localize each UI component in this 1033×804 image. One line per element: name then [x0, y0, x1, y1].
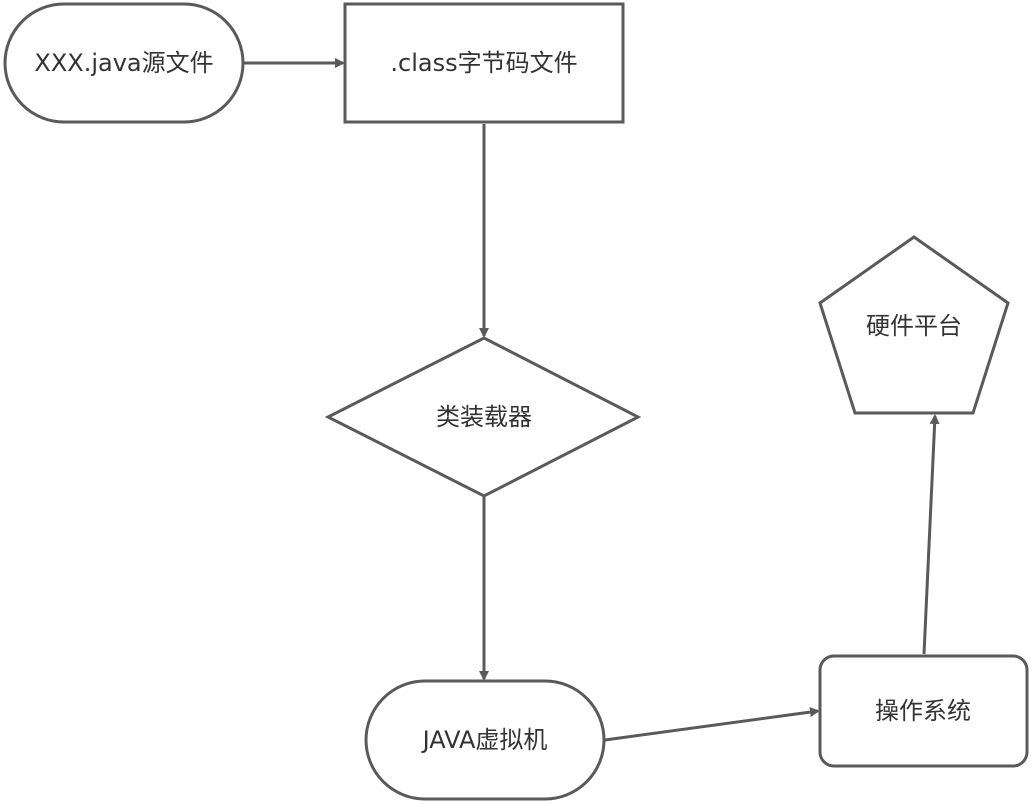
jvm-label: JAVA虚拟机 — [421, 726, 548, 754]
hardware-platform-label: 硬件平台 — [866, 312, 962, 340]
jvm-shape — [364, 679, 606, 801]
source-file-shape — [3, 2, 245, 124]
node-bytecode-file[interactable]: .class字节码文件 — [343, 2, 625, 124]
node-source-file[interactable]: XXX.java源文件 — [3, 2, 245, 124]
hardware-platform-shape — [818, 235, 1010, 415]
node-jvm[interactable]: JAVA虚拟机 — [364, 679, 606, 801]
bytecode-file-label: .class字节码文件 — [390, 49, 577, 77]
node-operating-system[interactable]: 操作系统 — [818, 654, 1029, 768]
operating-system-shape — [818, 654, 1029, 768]
edge-jvm-to-os — [604, 707, 820, 742]
node-class-loader[interactable]: 类装载器 — [324, 336, 642, 498]
source-file-label: XXX.java源文件 — [34, 49, 213, 77]
node-hardware-platform[interactable]: 硬件平台 — [818, 235, 1010, 415]
class-loader-shape — [324, 336, 642, 498]
bytecode-file-shape — [343, 2, 625, 124]
class-loader-label: 类装载器 — [436, 403, 532, 431]
edges — [243, 58, 940, 742]
edge-os-to-hardware — [922, 414, 940, 655]
operating-system-label: 操作系统 — [875, 697, 971, 725]
